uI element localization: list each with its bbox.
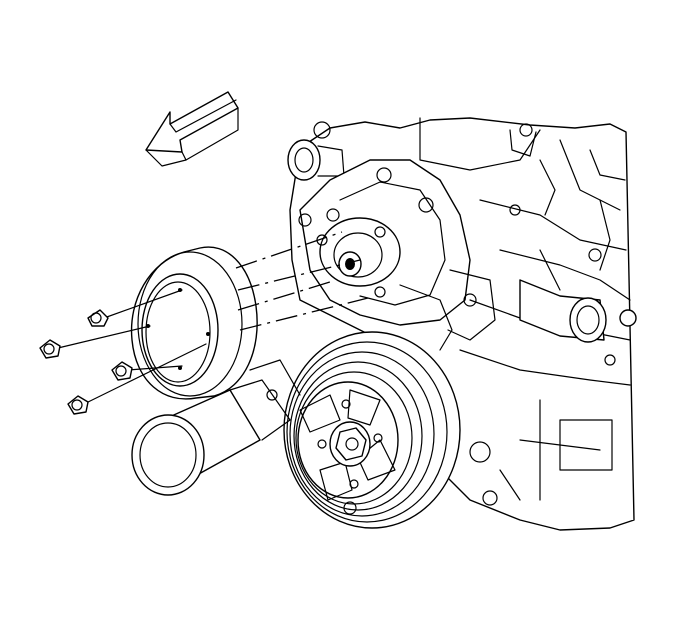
pulley-bolt-2 [39, 325, 151, 359]
pulley-bolt-1 [87, 289, 183, 327]
water-pump [298, 159, 471, 351]
water-pump-pulley [130, 246, 258, 400]
crankshaft-pulley [283, 331, 461, 529]
coolant-outlet [287, 121, 345, 181]
pulley-bolt-3 [111, 361, 183, 381]
pulley-bolt-4 [67, 343, 207, 415]
alignment-lines [235, 231, 369, 331]
direction-arrow [145, 91, 239, 167]
oil-filter [131, 359, 301, 496]
coolant-inlet-pipe [447, 249, 637, 343]
